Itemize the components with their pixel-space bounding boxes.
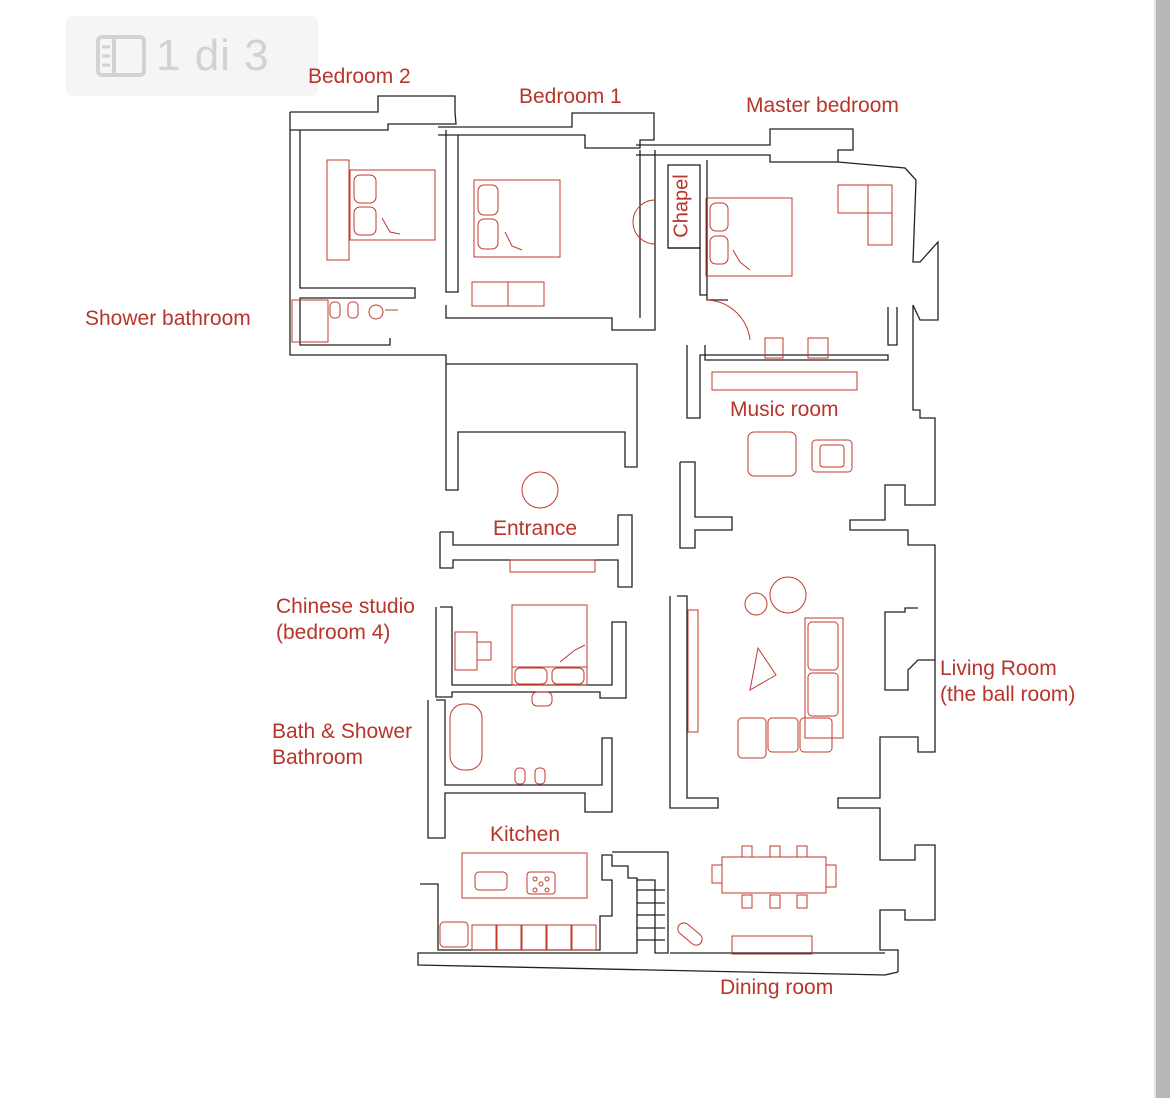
viewer-edge-shadow	[1154, 0, 1156, 1098]
page-badge[interactable]: 1 di 3	[66, 16, 318, 96]
pages-panel-icon[interactable]	[96, 35, 146, 77]
east-wall-lower	[837, 660, 936, 972]
label-shower-bathroom: Shower bathroom	[85, 307, 251, 330]
master-corner	[837, 161, 939, 691]
facade-bedroom2	[290, 95, 457, 131]
label-entrance: Entrance	[493, 517, 578, 540]
walls	[289, 95, 939, 976]
label-kitchen: Kitchen	[490, 823, 561, 846]
bedroom2-west	[299, 130, 416, 346]
bedroom1-east	[445, 150, 656, 331]
label-music-room: Music room	[730, 398, 839, 421]
page-counter: 1 di 3	[156, 31, 270, 80]
label-master-bedroom: Master bedroom	[746, 94, 899, 117]
label-chapel: Chapel	[670, 174, 693, 238]
chapel-lower	[668, 247, 707, 296]
bath-walls	[427, 699, 613, 839]
studio-walls	[435, 606, 627, 699]
stairs	[612, 851, 669, 954]
facade-master	[636, 128, 854, 163]
bedroom2-east	[445, 130, 459, 293]
furniture	[291, 159, 893, 955]
label-bedroom-2: Bedroom 2	[308, 65, 411, 88]
label-living-room: Living Room (the ball room)	[940, 657, 1076, 706]
label-bath-shower: Bath & Shower Bathroom	[272, 720, 413, 769]
label-bedroom-1: Bedroom 1	[519, 85, 622, 108]
master-south	[686, 345, 889, 419]
label-chinese-studio: Chinese studio (bedroom 4)	[276, 595, 415, 644]
music-west	[679, 461, 733, 549]
living-west	[669, 595, 719, 809]
label-dining-room: Dining room	[720, 976, 834, 999]
entrance-south	[439, 514, 633, 588]
viewer-scrollbar[interactable]	[1156, 0, 1170, 1098]
master-east	[887, 307, 898, 346]
facade-bedroom1	[438, 112, 655, 149]
kitchen-walls	[417, 854, 899, 976]
north-wall	[289, 112, 638, 491]
